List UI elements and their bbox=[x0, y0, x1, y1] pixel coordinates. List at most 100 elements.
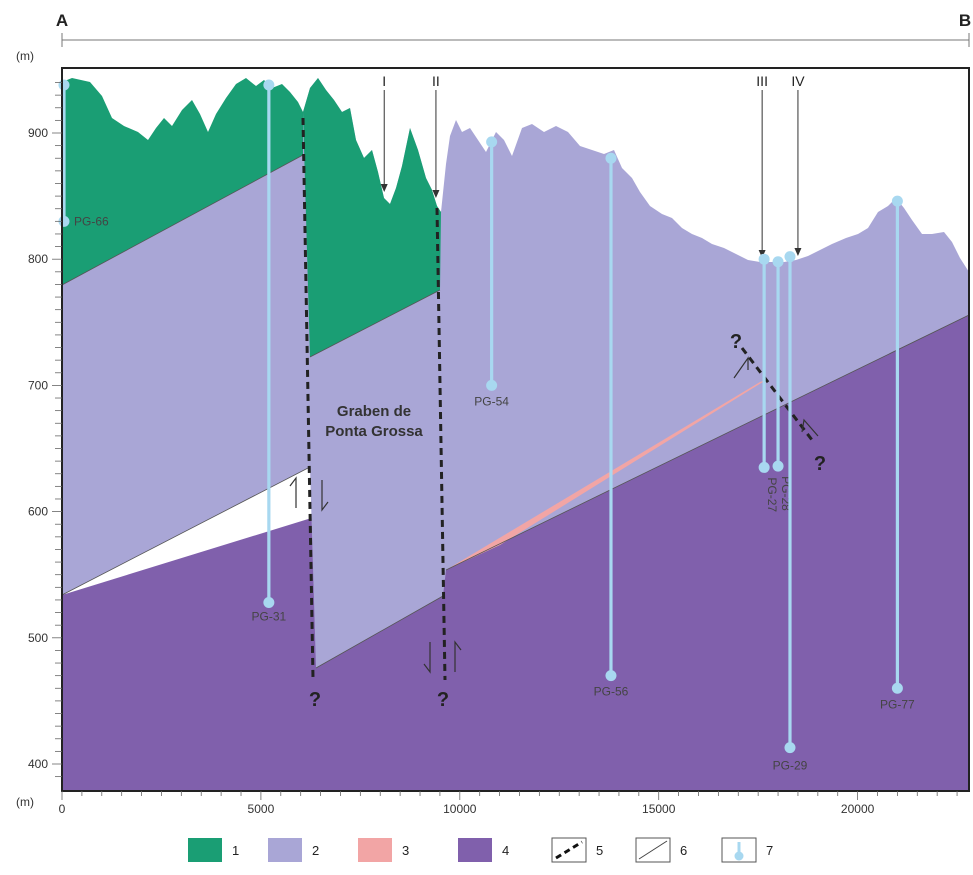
legend-item-7: 7 bbox=[721, 837, 773, 863]
cross-section-marker-i: I bbox=[380, 73, 388, 192]
fault-question-mark: ? bbox=[437, 689, 449, 711]
well-bottom-marker bbox=[605, 670, 617, 682]
legend-label: 7 bbox=[766, 843, 773, 858]
well-bottom-marker bbox=[784, 742, 796, 754]
x-tick-label: 0 bbox=[59, 802, 66, 816]
legend-label: 2 bbox=[312, 843, 319, 858]
well-label: PG-29 bbox=[773, 759, 808, 773]
well-label: PG-77 bbox=[880, 697, 915, 711]
fault-motion-down-arrow bbox=[321, 480, 329, 512]
arrow-down-icon bbox=[432, 190, 440, 198]
arrow-down-icon bbox=[758, 250, 766, 258]
well-bottom-marker bbox=[486, 379, 498, 391]
legend-swatch bbox=[358, 838, 392, 862]
arrow-down-icon bbox=[380, 184, 388, 192]
well-label: PG-31 bbox=[252, 609, 287, 623]
contact-line-icon bbox=[638, 840, 668, 860]
section-end-label: B bbox=[959, 11, 971, 30]
legend-item-1: 1 bbox=[188, 838, 239, 862]
fault-uncertainty-marks: ? ? ? ? bbox=[309, 331, 826, 711]
legend-swatch bbox=[268, 838, 302, 862]
well-head-marker bbox=[263, 79, 275, 91]
arrow-down-icon bbox=[794, 248, 802, 256]
well-bottom-marker bbox=[263, 596, 275, 608]
legend-item-4: 4 bbox=[458, 838, 509, 862]
well-label: PG-27 bbox=[765, 477, 779, 512]
graben-label-line-2: Ponta Grossa bbox=[325, 423, 423, 440]
y-axis: 900 800 700 600 500 400 bbox=[28, 82, 62, 778]
well-head-marker bbox=[486, 136, 498, 148]
section-start-label: A bbox=[56, 11, 68, 30]
well-pg-77: PG-77 bbox=[880, 195, 915, 711]
well-bottom-marker bbox=[891, 682, 903, 694]
legend-swatch bbox=[458, 838, 492, 862]
contact-line bbox=[445, 314, 970, 571]
fault-question-mark: ? bbox=[309, 689, 321, 711]
x-tick-label: 20000 bbox=[841, 802, 875, 816]
contact-line bbox=[315, 595, 444, 669]
fault-question-mark: ? bbox=[730, 331, 742, 353]
y-tick-label: 900 bbox=[28, 126, 48, 140]
fault-motion-up-arrow bbox=[289, 476, 297, 508]
fault-motion-down-arrow bbox=[801, 418, 819, 437]
unit-2-area bbox=[62, 78, 969, 668]
contact-line bbox=[61, 154, 304, 286]
x-axis: 0 5000 10000 15000 20000 bbox=[59, 791, 958, 816]
cross-section-marker-iii: III bbox=[756, 73, 768, 258]
well-head-marker bbox=[784, 251, 796, 263]
well-label: PG-56 bbox=[594, 685, 629, 699]
legend-item-3: 3 bbox=[358, 838, 409, 862]
legend-label: 3 bbox=[402, 843, 409, 858]
legend-item-5: 5 bbox=[551, 837, 603, 863]
y-tick-label: 400 bbox=[28, 757, 48, 771]
well-head-marker bbox=[772, 256, 784, 268]
graben-label: Graben de Ponta Grossa bbox=[325, 403, 423, 440]
unit-1-area-graben bbox=[303, 78, 441, 357]
plot-frame bbox=[61, 67, 970, 792]
legend-item-6: 6 bbox=[635, 837, 687, 863]
well-pg-27: PG-27 bbox=[758, 253, 779, 512]
contact-line bbox=[309, 289, 441, 358]
y-tick-label: 600 bbox=[28, 505, 48, 519]
y-tick-label: 700 bbox=[28, 378, 48, 392]
faults bbox=[301, 117, 814, 681]
well-bottom-marker bbox=[758, 461, 770, 473]
stratigraphic-units bbox=[62, 78, 969, 791]
fault-motion-up-arrow bbox=[733, 356, 749, 379]
legend: 1 2 3 4 5 6 7 bbox=[188, 837, 773, 863]
x-tick-label: 15000 bbox=[642, 802, 676, 816]
legend-label: 1 bbox=[232, 843, 239, 858]
fault-oblique bbox=[740, 347, 814, 441]
fault-motion-down-arrow bbox=[423, 642, 431, 674]
cross-section-marker-label: IV bbox=[791, 73, 805, 89]
y-tick-label: 800 bbox=[28, 252, 48, 266]
x-axis-unit: (m) bbox=[16, 795, 34, 809]
well-pg-31: PG-31 bbox=[252, 79, 287, 623]
well-head-marker bbox=[891, 195, 903, 207]
fault-dashed-icon bbox=[555, 840, 583, 860]
unit-4-area bbox=[62, 315, 969, 791]
fault-motion-up-arrow bbox=[454, 640, 462, 672]
well-head-marker bbox=[58, 79, 70, 91]
fault-motion-arrows bbox=[289, 356, 819, 674]
well-head-marker bbox=[758, 253, 770, 265]
well-pg-29: PG-29 bbox=[773, 251, 808, 773]
x-tick-label: 5000 bbox=[248, 802, 275, 816]
well-icon bbox=[734, 842, 744, 861]
legend-swatch bbox=[188, 838, 222, 862]
x-tick-label: 10000 bbox=[443, 802, 477, 816]
well-pg-56: PG-56 bbox=[594, 152, 629, 699]
well-label: PG-66 bbox=[74, 214, 109, 228]
fault-graben-east bbox=[435, 207, 447, 681]
fault-graben-west bbox=[301, 117, 315, 679]
y-tick-label: 500 bbox=[28, 631, 48, 645]
y-axis-unit: (m) bbox=[16, 49, 34, 63]
well-head-marker bbox=[605, 152, 617, 164]
cross-section-marker-iv: IV bbox=[791, 73, 805, 256]
legend-label: 4 bbox=[502, 843, 509, 858]
graben-label-line-1: Graben de bbox=[337, 403, 411, 420]
legend-label: 6 bbox=[680, 843, 687, 858]
